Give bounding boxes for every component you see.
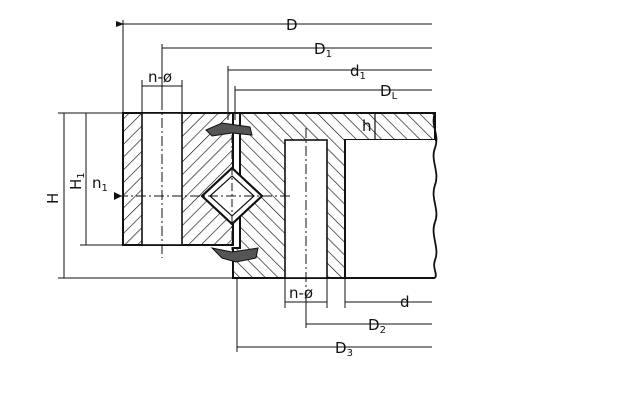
label-D1: D1 [314,40,332,60]
label-D: D [286,16,298,34]
outer-ring [122,100,234,258]
dim-n-phi-bottom [284,278,328,308]
label-h: h [362,117,372,135]
dim-H1 [80,113,123,246]
label-n-phi-bottom: n-ø [289,284,313,302]
label-d1: d1 [350,62,366,82]
break-line [432,112,438,279]
label-n-phi-top: n-ø [148,68,172,86]
label-DL: DL [380,82,398,102]
svg-text:H1: H1 [67,172,87,190]
bottom-seal [210,247,259,263]
svg-text:H: H [44,193,62,204]
label-D3: D3 [335,339,353,359]
label-H1: H1 [67,172,87,190]
label-H: H [44,193,62,204]
label-n1: n1 [92,174,108,194]
label-D2: D2 [368,316,386,336]
dim-n-phi-top [141,80,183,112]
label-d: d [400,293,410,311]
top-seal [205,122,253,137]
dim-H [58,112,233,279]
inner-ring [232,112,436,292]
